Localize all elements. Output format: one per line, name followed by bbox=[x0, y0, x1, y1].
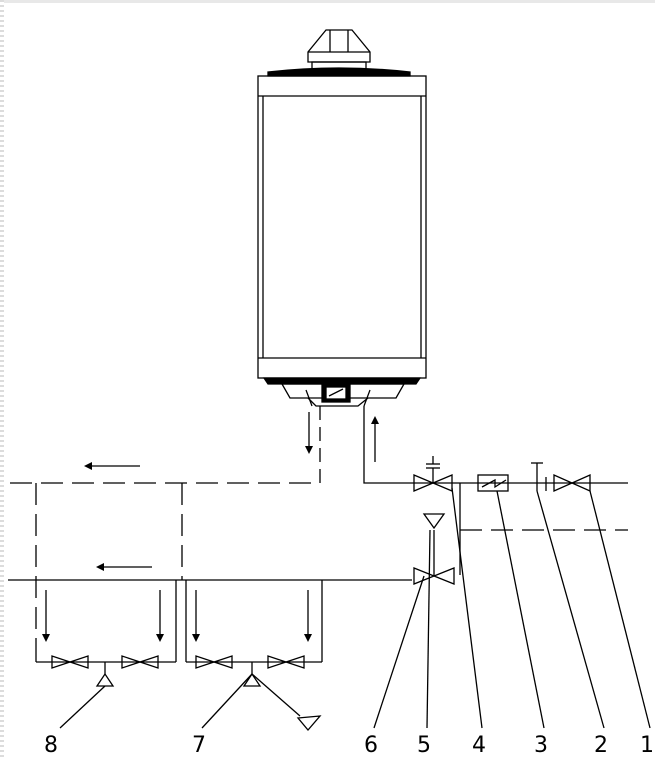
drain-funnel-5 bbox=[422, 513, 446, 530]
mixing-valve-6 bbox=[413, 530, 455, 585]
air-vent-2 bbox=[531, 462, 547, 491]
label-6: 6 bbox=[364, 733, 378, 758]
page-frame-top bbox=[0, 0, 655, 3]
heater-body bbox=[257, 75, 427, 379]
mixer-7 bbox=[195, 655, 322, 732]
heater-control-unit bbox=[262, 377, 422, 407]
shutoff-valve-4 bbox=[413, 456, 453, 492]
water-heater bbox=[257, 29, 427, 407]
label-5: 5 bbox=[417, 733, 431, 758]
label-8: 8 bbox=[44, 733, 58, 758]
page-frame-left bbox=[0, 0, 4, 759]
label-7: 7 bbox=[192, 733, 206, 758]
leader-lines bbox=[59, 487, 651, 729]
label-4: 4 bbox=[472, 733, 486, 758]
fixture-flow-arrows bbox=[42, 590, 312, 642]
mixer-8 bbox=[51, 655, 159, 687]
label-1: 1 bbox=[640, 733, 654, 758]
label-3: 3 bbox=[534, 733, 548, 758]
inlet-assembly bbox=[412, 456, 628, 585]
label-2: 2 bbox=[594, 733, 608, 758]
filter-3 bbox=[477, 474, 509, 492]
cold-water-line bbox=[8, 579, 412, 663]
heater-connections bbox=[305, 406, 412, 484]
flue-cap bbox=[267, 29, 411, 77]
shutoff-valve-1 bbox=[553, 473, 591, 493]
hot-water-line bbox=[10, 482, 320, 642]
